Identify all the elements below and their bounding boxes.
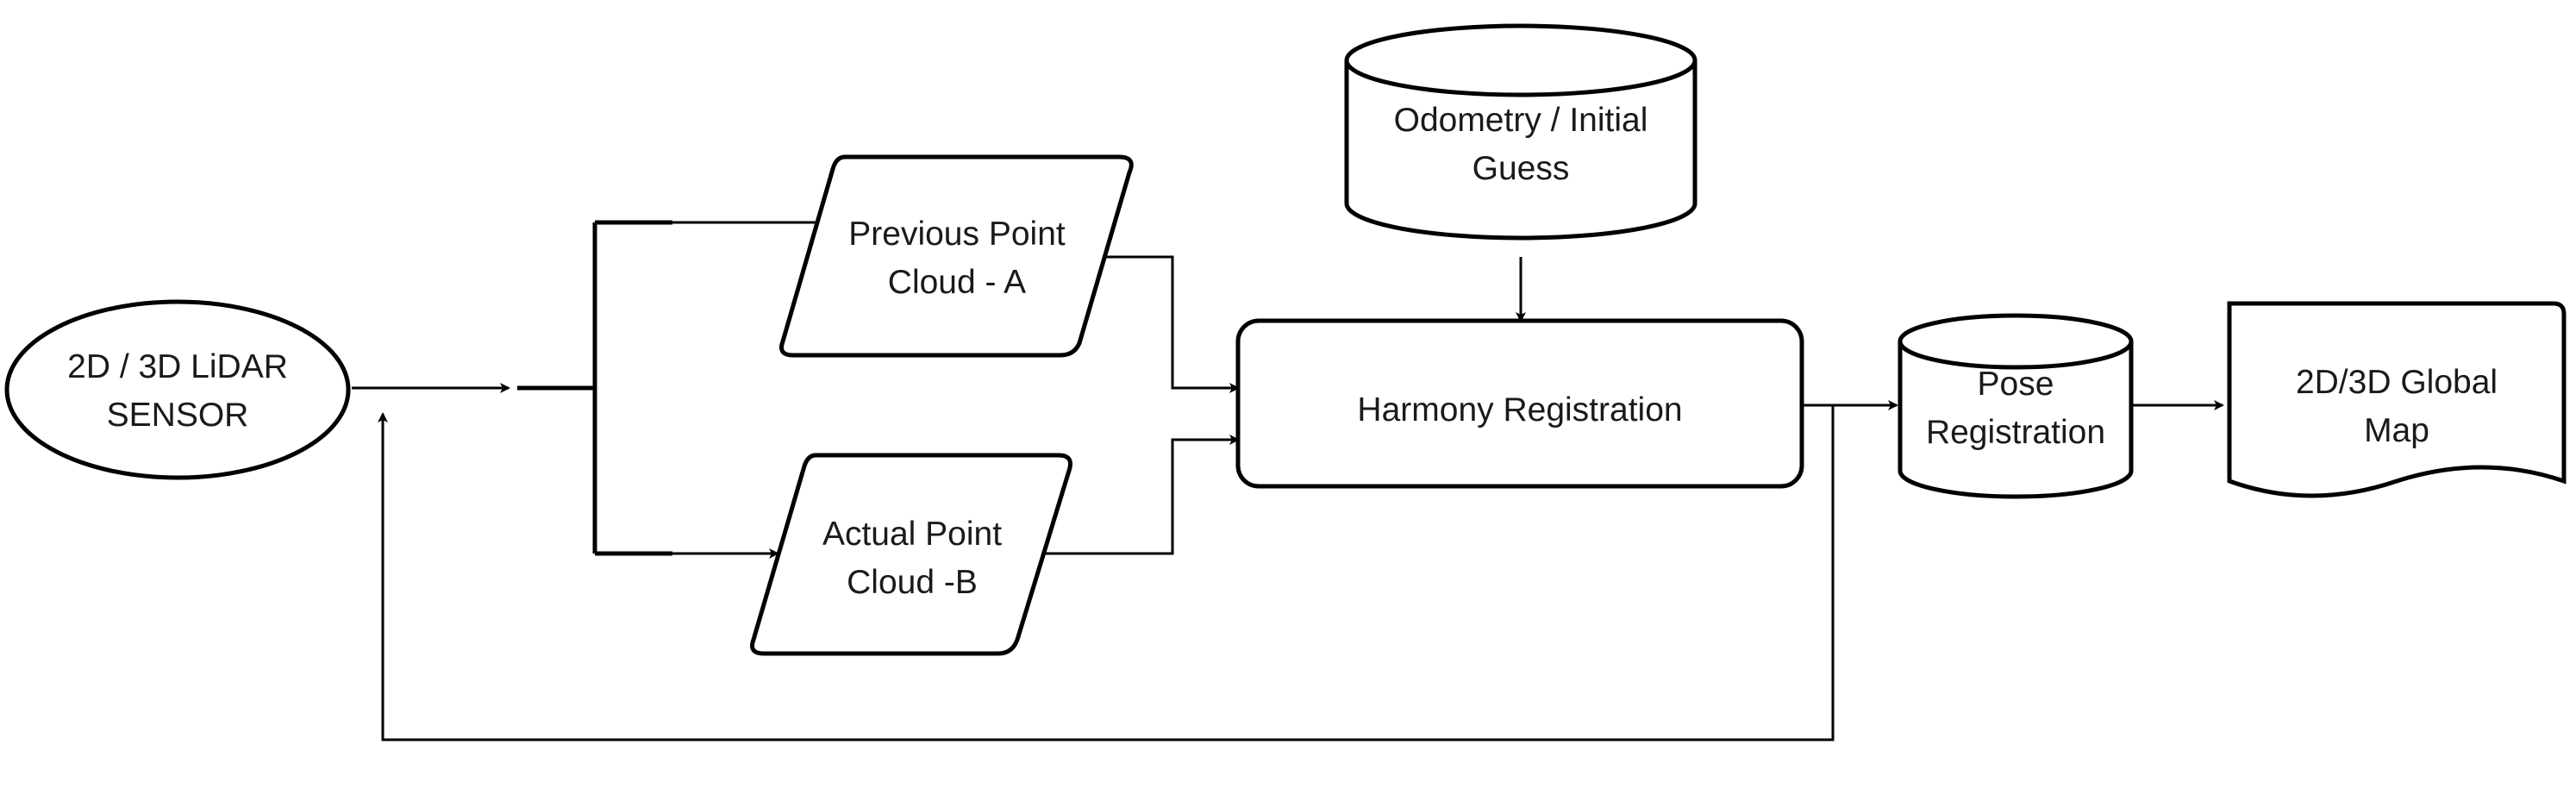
- odometry-label-line1: Odometry / Initial: [1394, 102, 1648, 139]
- harmony-registration-label: Harmony Registration: [1357, 391, 1682, 429]
- actual-point-cloud-node: Actual Point Cloud -B: [750, 453, 1072, 656]
- pose-registration-node: Pose Registration: [1898, 313, 2134, 499]
- previous-cloud-label-line2: Cloud - A: [888, 264, 1026, 301]
- pose-registration-label-line2: Registration: [1926, 414, 2105, 451]
- previous-point-cloud-node: Previous Point Cloud - A: [779, 154, 1134, 358]
- actual-cloud-label-line1: Actual Point: [822, 516, 1002, 553]
- lidar-sensor-node: 2D / 3D LiDAR SENSOR: [4, 299, 351, 480]
- harmony-registration-node: Harmony Registration: [1235, 318, 1804, 489]
- edge-previous-to-harmony: [1088, 255, 1240, 393]
- lidar-sensor-label-line1: 2D / 3D LiDAR: [67, 348, 288, 385]
- global-map-label-line2: Map: [2364, 412, 2429, 449]
- lidar-sensor-label-line2: SENSOR: [107, 397, 249, 434]
- previous-cloud-label-line1: Previous Point: [848, 216, 1066, 253]
- edge-feedback-to-sensor: [378, 405, 1835, 741]
- edge-actual-to-harmony: [1041, 435, 1240, 555]
- odometry-label-line2: Guess: [1472, 150, 1570, 187]
- odometry-node: Odometry / Initial Guess: [1344, 23, 1698, 241]
- global-map-label-line1: 2D/3D Global: [2296, 364, 2498, 401]
- pose-registration-label-line1: Pose: [1978, 366, 2054, 403]
- actual-cloud-label-line2: Cloud -B: [847, 564, 978, 601]
- global-map-node: 2D/3D Global Map: [2227, 301, 2567, 498]
